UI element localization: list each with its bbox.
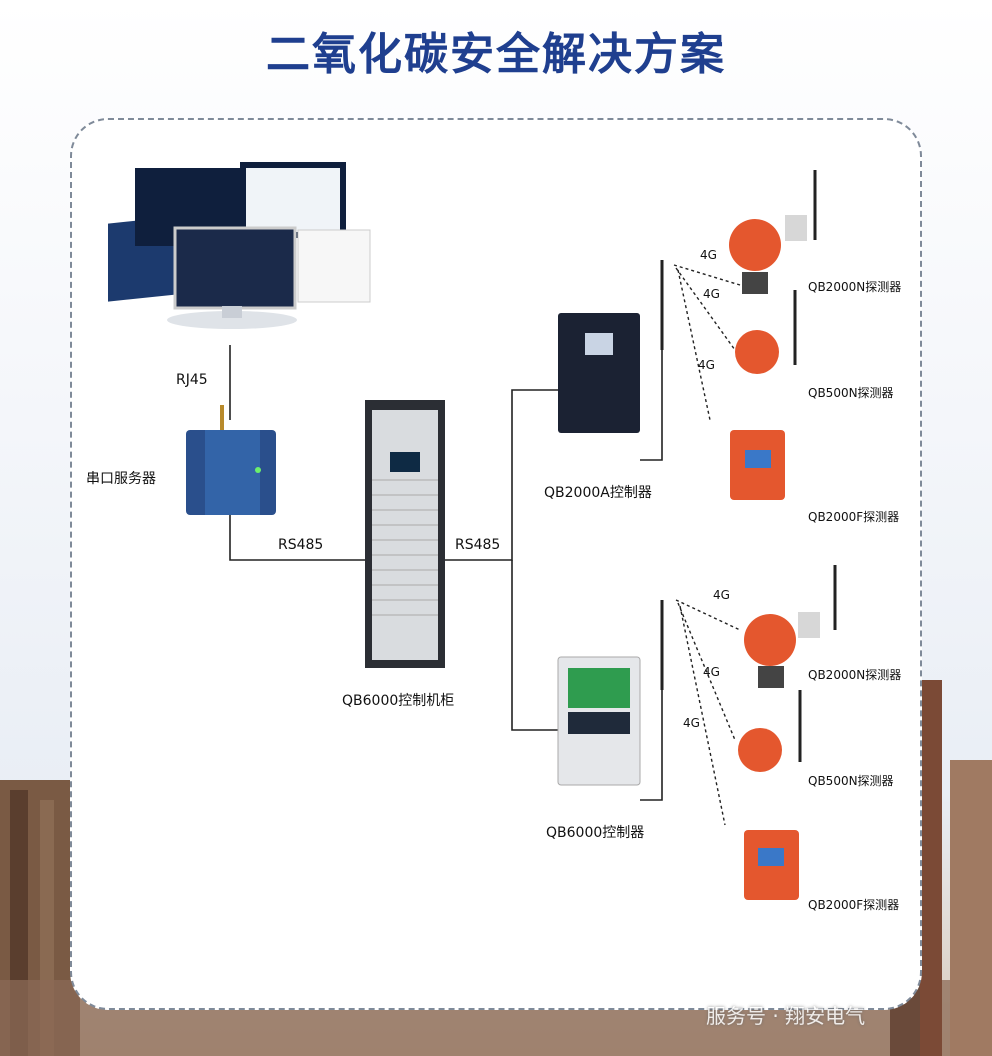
detectors	[729, 170, 837, 900]
signal-label: 4G	[700, 248, 717, 262]
rj45-label: RJ45	[176, 372, 208, 388]
signal-label: 4G	[683, 716, 700, 730]
cabinet-label: QB6000控制机柜	[342, 693, 455, 709]
detector-label: QB2000N探测器	[808, 280, 902, 294]
watermark-text: 服务号 · 翔安电气	[706, 1004, 866, 1028]
serial-server-label: 串口服务器	[86, 471, 156, 487]
controller-a-device	[558, 260, 664, 433]
connection-lines	[229, 345, 663, 801]
signal-label: 4G	[703, 665, 720, 679]
controller-b-label: QB6000控制器	[546, 825, 645, 841]
rs485-right-label: RS485	[455, 537, 501, 553]
wireless-links	[673, 264, 741, 826]
rs485-left-label: RS485	[278, 537, 324, 553]
detector-label: QB2000F探测器	[808, 898, 900, 912]
signal-label: 4G	[703, 287, 720, 301]
controller-b-device	[557, 600, 664, 786]
detector-label: QB500N探测器	[808, 386, 894, 400]
detector-label: QB2000F探测器	[808, 510, 900, 524]
signal-label: 4G	[698, 358, 715, 372]
monitor-screens	[108, 162, 371, 329]
serial-server-device	[186, 405, 276, 515]
cabinet-device	[365, 400, 445, 668]
signal-label: 4G	[713, 588, 730, 602]
page-title: 二氧化碳安全解决方案	[266, 29, 726, 80]
controller-a-label: QB2000A控制器	[544, 485, 652, 501]
detector-label: QB500N探测器	[808, 774, 894, 788]
detector-label: QB2000N探测器	[808, 668, 902, 682]
